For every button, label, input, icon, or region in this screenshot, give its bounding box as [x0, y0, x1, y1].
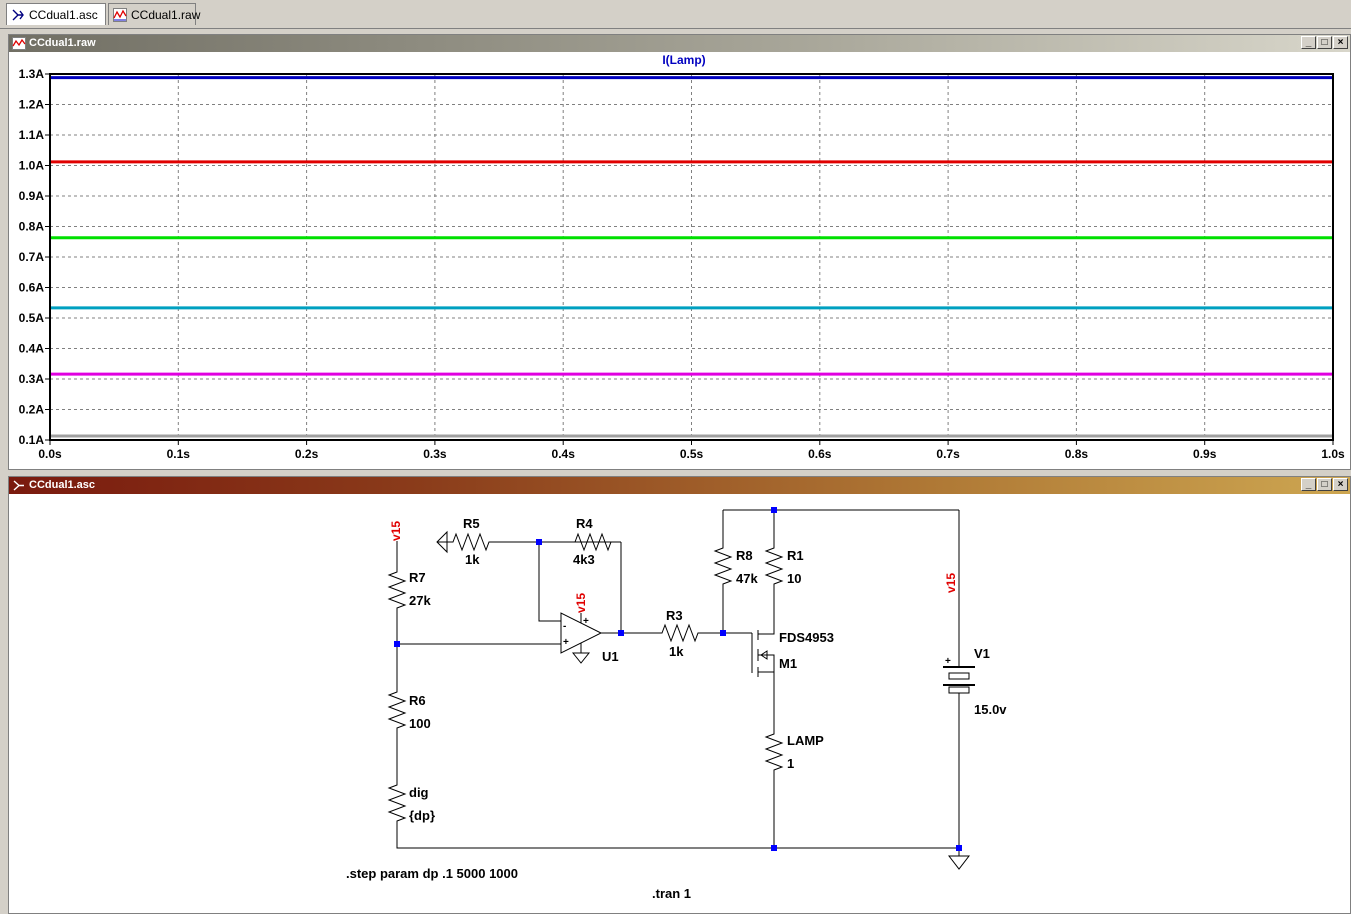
- label-r7: R7: [409, 570, 426, 585]
- restore-button[interactable]: □: [1317, 36, 1332, 49]
- battery-plus-sign: +: [945, 656, 951, 667]
- waveform-window[interactable]: CCdual1.raw _ □ × I(Lamp) 0.0s 0.1s 0.2s 0.…: [8, 34, 1351, 470]
- value-dig: {dp}: [409, 808, 435, 823]
- value-r3: 1k: [669, 644, 684, 659]
- tab-schematic-label: CCdual1.asc: [29, 8, 98, 22]
- resistor-r1[interactable]: [764, 542, 784, 589]
- ground-symbol-bottom: [947, 855, 971, 870]
- value-r6: 100: [409, 716, 431, 731]
- minimize-button[interactable]: _: [1301, 478, 1316, 491]
- close-button[interactable]: ×: [1333, 478, 1348, 491]
- tab-waveform-label: CCdual1.raw: [131, 8, 201, 22]
- y-tick-label: 1.1A: [19, 128, 45, 142]
- y-tick-label: 0.1A: [19, 433, 45, 447]
- y-tick-label: 0.4A: [19, 342, 45, 356]
- opamp-plus-sign: +: [563, 637, 569, 648]
- y-tick-label: 0.8A: [19, 220, 45, 234]
- waveform-titlebar[interactable]: CCdual1.raw _ □ ×: [9, 35, 1350, 52]
- schematic-titlebar[interactable]: CCdual1.asc _ □ ×: [9, 477, 1350, 494]
- schematic-canvas[interactable]: R7 27k R6 100 dig {dp} R5 1k R4 4k3 R3 1…: [9, 494, 1350, 913]
- x-tick-label: 0.8s: [1065, 447, 1089, 461]
- x-tick-label: 0.4s: [552, 447, 576, 461]
- label-dig: dig: [409, 785, 429, 800]
- y-tick-label: 1.3A: [19, 67, 45, 81]
- value-r5: 1k: [465, 552, 480, 567]
- x-tick-label: 0.6s: [808, 447, 832, 461]
- label-m1: M1: [779, 656, 797, 671]
- restore-button[interactable]: □: [1317, 478, 1332, 491]
- y-tick-label: 1.0A: [19, 159, 45, 173]
- opamp-vplus-sign: +: [583, 616, 589, 627]
- close-button[interactable]: ×: [1333, 36, 1348, 49]
- resistor-r5[interactable]: [447, 532, 493, 552]
- label-v1: V1: [974, 646, 990, 661]
- y-tick-label: 0.2A: [19, 403, 45, 417]
- x-tick-label: 0.3s: [423, 447, 447, 461]
- resistor-r4[interactable]: [569, 532, 615, 552]
- label-u1: U1: [602, 649, 619, 664]
- value-r1: 10: [787, 571, 801, 586]
- y-tick-label: 0.5A: [19, 311, 45, 325]
- resistor-dig[interactable]: [387, 779, 407, 826]
- schematic-window[interactable]: CCdual1.asc _ □ ×: [8, 476, 1351, 914]
- x-tick-label: 0.7s: [936, 447, 960, 461]
- trace-label[interactable]: I(Lamp): [662, 53, 705, 67]
- x-tick-label: 0.0s: [38, 447, 62, 461]
- tab-waveform[interactable]: CCdual1.raw: [108, 3, 200, 25]
- waveform-plot[interactable]: I(Lamp) 0.0s 0.1s 0.2s 0.3s 0.4s 0.5s 0.6s 0.7s…: [9, 52, 1350, 469]
- waveform-window-title: CCdual1.raw: [29, 37, 96, 49]
- schematic-window-title: CCdual1.asc: [29, 479, 96, 491]
- value-lamp: 1: [787, 756, 794, 771]
- wires: [396, 509, 960, 856]
- resistor-r6[interactable]: [387, 686, 407, 733]
- tran-directive[interactable]: .tran 1: [652, 886, 691, 901]
- resistor-r3[interactable]: [656, 623, 701, 643]
- label-r5: R5: [463, 516, 480, 531]
- y-tick-label: 0.7A: [19, 250, 45, 264]
- waveform-icon: [113, 8, 127, 22]
- tab-schematic[interactable]: CCdual1.asc: [6, 3, 106, 25]
- y-tick-label: 0.6A: [19, 281, 45, 295]
- value-r4: 4k3: [573, 552, 595, 567]
- net-label-v15-u1[interactable]: v15: [574, 593, 588, 613]
- opamp-minus-sign: -: [563, 621, 566, 632]
- waveform-icon: [12, 37, 26, 50]
- x-tick-label: 0.2s: [295, 447, 319, 461]
- resistor-r7[interactable]: [387, 566, 407, 613]
- x-tick-label: 0.5s: [680, 447, 704, 461]
- document-tab-bar: CCdual1.asc CCdual1.raw: [0, 0, 1351, 29]
- label-r1: R1: [787, 548, 804, 563]
- schematic-icon: [13, 480, 24, 491]
- ground-symbol-left: [436, 530, 448, 554]
- plot-frame: [49, 73, 1334, 441]
- x-tick-label: 1.0s: [1321, 447, 1345, 461]
- x-tick-label: 0.9s: [1193, 447, 1217, 461]
- net-label-v15-v1[interactable]: v15: [944, 573, 958, 593]
- y-tick-label: 0.3A: [19, 372, 45, 386]
- label-r4: R4: [576, 516, 593, 531]
- value-r8: 47k: [736, 571, 758, 586]
- net-label-v15-r7[interactable]: v15: [389, 521, 403, 541]
- junction-dots: [394, 507, 962, 851]
- label-lamp: LAMP: [787, 733, 824, 748]
- minimize-button[interactable]: _: [1301, 36, 1316, 49]
- value-r7: 27k: [409, 593, 431, 608]
- value-m1: FDS4953: [779, 630, 834, 645]
- label-r8: R8: [736, 548, 753, 563]
- battery-v1[interactable]: [943, 655, 975, 695]
- x-tick-label: 0.1s: [167, 447, 191, 461]
- opamp-u1[interactable]: [560, 612, 603, 664]
- resistor-r8[interactable]: [713, 542, 733, 589]
- schematic-icon: [12, 9, 24, 21]
- label-r6: R6: [409, 693, 426, 708]
- y-tick-label: 0.9A: [19, 189, 45, 203]
- step-directive[interactable]: .step param dp .1 5000 1000: [346, 866, 518, 881]
- resistor-lamp[interactable]: [764, 728, 784, 775]
- mosfet-m1[interactable]: [751, 630, 775, 677]
- label-r3: R3: [666, 608, 683, 623]
- value-v1: 15.0v: [974, 702, 1007, 717]
- y-tick-label: 1.2A: [19, 98, 45, 112]
